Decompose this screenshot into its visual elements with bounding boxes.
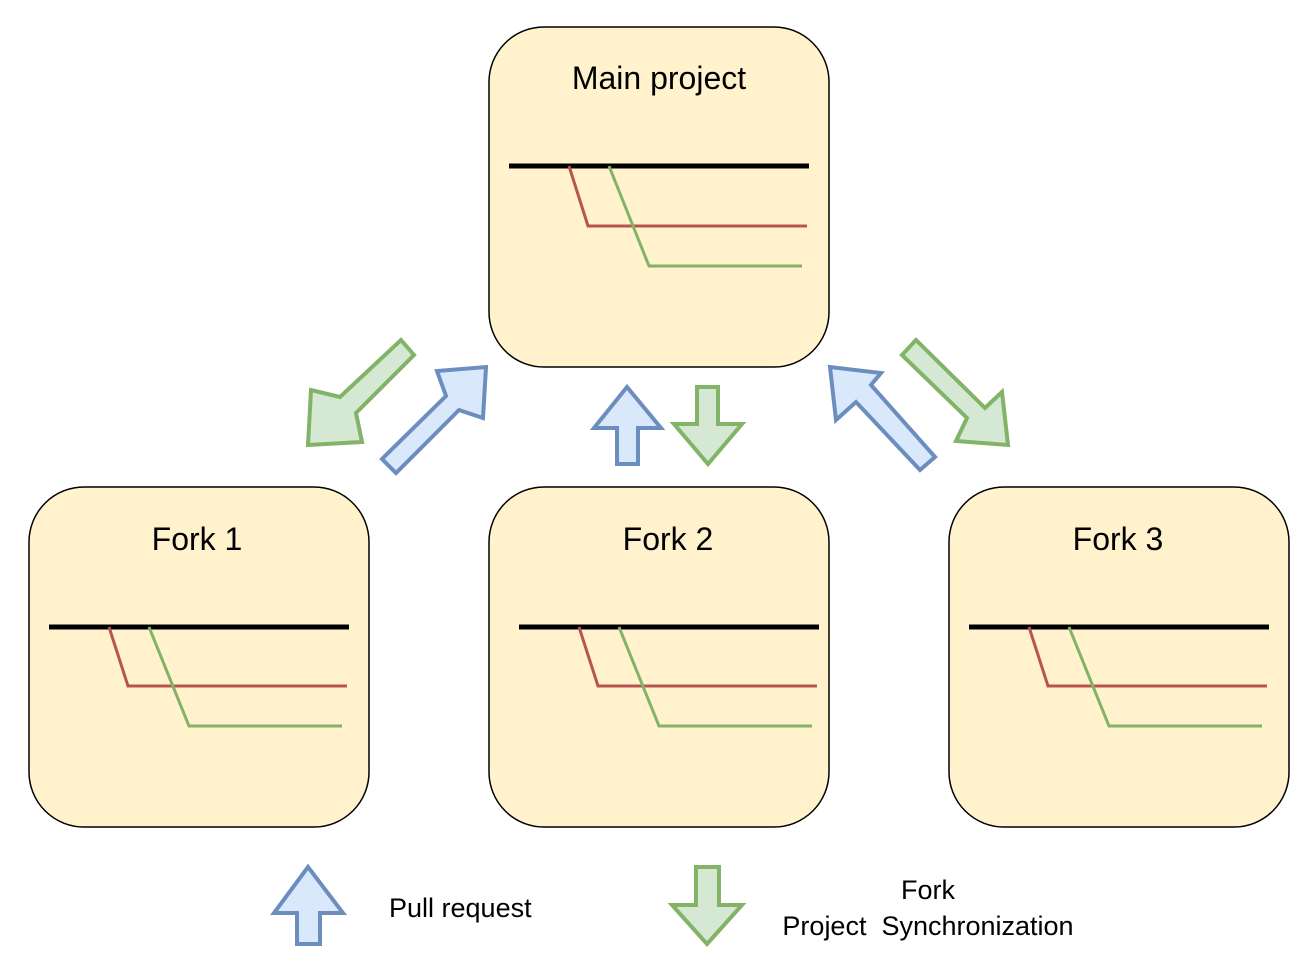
box-background [488,486,830,828]
fork-2-box[interactable]: Fork 2 [488,486,830,828]
legend-sync-arrow-icon [667,865,747,947]
branch-graph [509,163,809,268]
branch-green [1067,626,1262,728]
branch-red [577,626,817,688]
legend-pull-arrow-icon [270,863,348,946]
fork-3-box[interactable]: Fork 3 [948,486,1290,828]
branch-red [107,626,347,688]
branch-green [617,626,812,728]
pull-arrow-fork3-to-main[interactable] [827,364,938,473]
pull-arrow-fork1-to-main[interactable] [379,364,489,476]
branch-green [147,626,342,728]
branch-green [607,165,802,268]
sync-arrow-main-to-fork2[interactable] [669,385,747,468]
branch-graph [969,624,1269,728]
pull-arrow-fork2-to-main[interactable] [589,383,666,466]
box-title: Fork 3 [1073,521,1164,557]
box-title: Main project [572,60,746,96]
box-title: Fork 2 [623,521,714,557]
main-project-box[interactable]: Main project [488,26,830,368]
legend-pull-request-label: Pull request [389,893,532,923]
branch-graph [49,624,349,728]
sync-arrow-main-to-fork1[interactable] [305,337,417,448]
branch-graph [519,624,819,728]
box-background [28,486,370,828]
fork-1-box[interactable]: Fork 1 [28,486,370,828]
legend: Pull request Fork Project Synchronizatio… [270,863,1074,947]
sync-arrow-main-to-fork3[interactable] [899,337,1011,448]
legend-sync-label-line1: Fork [901,875,956,905]
branch-red [1027,626,1267,688]
branch-red [567,165,807,228]
box-background [488,26,830,368]
legend-sync-label-line2: Project Synchronization [782,911,1073,941]
box-background [948,486,1290,828]
box-title: Fork 1 [152,521,243,557]
